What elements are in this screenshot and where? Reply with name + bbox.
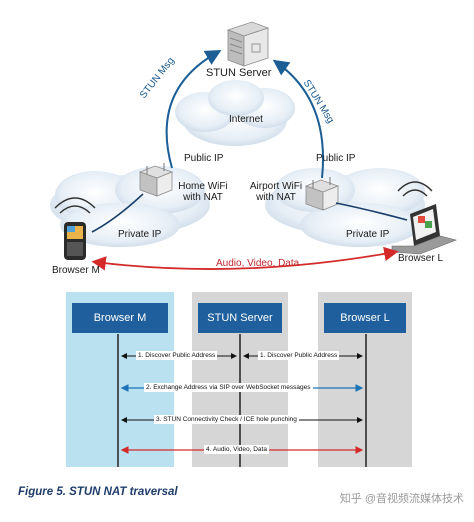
watermark: 知乎 @音视频流媒体技术 [339,493,464,505]
internet-label: Internet [229,114,263,125]
airport-router-icon [304,177,340,211]
laptop-icon [391,181,457,255]
network-diagram [50,21,457,271]
browser-m-label: Browser M [52,265,100,276]
stun-server-label: STUN Server [206,67,272,79]
private-ip-right-label: Private IP [346,229,390,240]
figure-caption: Figure 5. STUN NAT traversal [18,486,178,498]
home-router-icon [138,163,174,197]
stun-msg-right-arrow [272,59,324,179]
public-ip-right-label: Public IP [316,153,356,164]
stun-msg-left-arrow [165,50,222,169]
private-ip-left-line [91,193,144,233]
public-ip-left-label: Public IP [184,153,224,164]
home-wifi-label: Home WiFi with NAT [178,181,228,203]
server-icon [226,21,270,67]
step1-right-label: 1. Discover Public Address [258,351,340,360]
private-ip-right-line [335,202,408,221]
phone-icon [54,197,96,260]
airport-wifi-label: Airport WiFi with NAT [249,181,303,203]
step2-label: 2. Exchange Address via SIP over WebSock… [144,383,313,392]
airport-cloud [265,168,425,247]
media-label: Audio, Video, Data [216,258,300,269]
step1-left-label: 1. Discover Public Address [136,351,218,360]
lane-head-stun-server: STUN Server [198,303,282,333]
browser-l-label: Browser L [398,253,444,264]
media-arrow [91,246,399,271]
internet-cloud [175,80,295,146]
lane-head-browser-l: Browser L [324,303,406,333]
lane-head-browser-m: Browser M [72,303,168,333]
step3-label: 3. STUN Connectivity Check / ICE hole pu… [154,415,299,424]
private-ip-left-label: Private IP [118,229,162,240]
step4-label: 4. Audio, Video, Data [204,445,269,454]
